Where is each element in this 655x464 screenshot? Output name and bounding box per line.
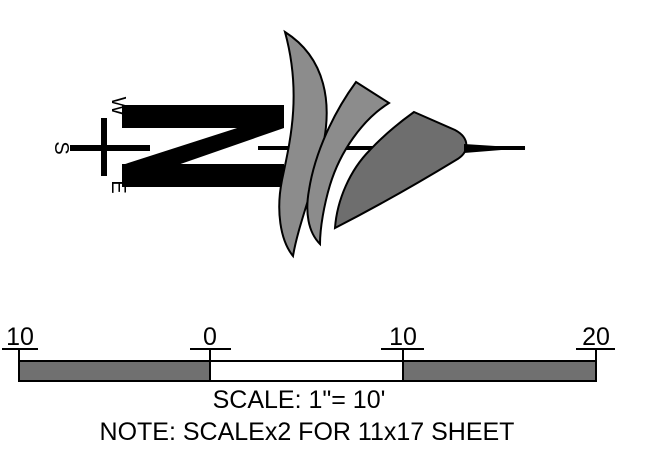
scale-segment (18, 360, 211, 382)
scale-tick-label: 10 (389, 323, 417, 351)
arrow-feather-outer (278, 29, 328, 259)
scale-caption: SCALE: 1"= 10' (213, 386, 386, 414)
scale-segment (402, 360, 597, 382)
scale-segment (209, 360, 404, 382)
arrow-feather-middle (306, 80, 391, 247)
scale-tick-label: 0 (203, 323, 217, 351)
direction-south-label: S (50, 141, 72, 154)
scale-bar: 10 0 10 20 SCALE: 1"= 10' NOTE: SCALEx2 … (2, 323, 615, 446)
scale-note: NOTE: SCALEx2 FOR 11x17 SHEET (100, 418, 515, 446)
compass-cross-icon (70, 118, 150, 176)
arrow-tip (464, 144, 526, 153)
scale-tick-label: 10 (6, 323, 34, 351)
scale-tick-label: 20 (582, 323, 610, 351)
north-letter-icon (122, 105, 284, 187)
north-arrow: W S E (50, 29, 526, 259)
